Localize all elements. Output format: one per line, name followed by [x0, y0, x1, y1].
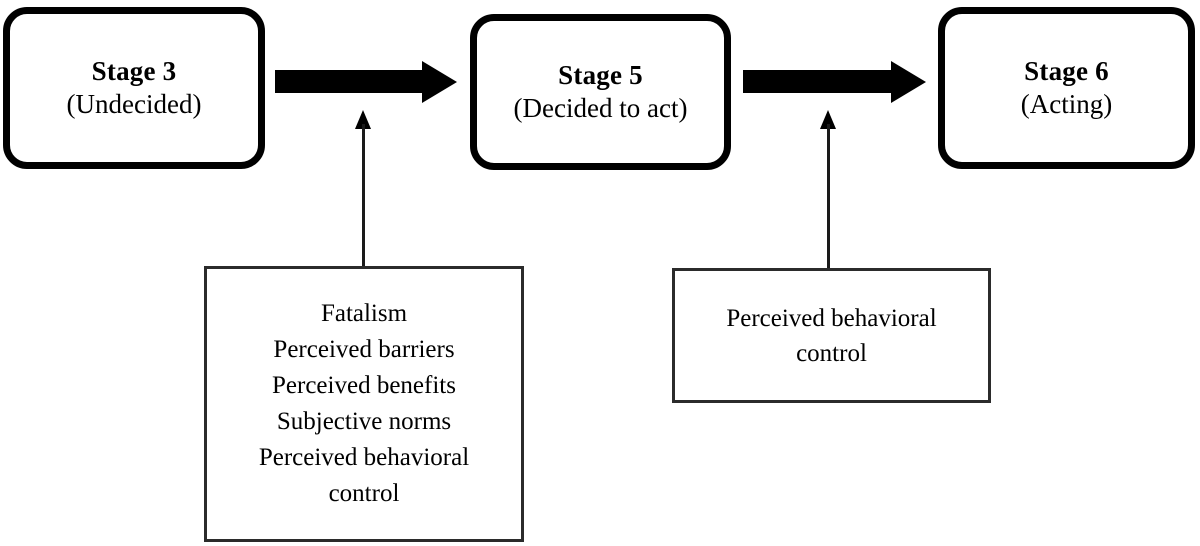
stage-subtitle: (Acting): [1020, 89, 1113, 119]
factor-line: control: [796, 339, 867, 367]
factor-line: control: [328, 480, 400, 507]
arrow-stem: [362, 124, 365, 267]
factor-box-right: Perceived behavioral control: [672, 268, 991, 403]
factor-line: Perceived behavioral: [258, 444, 470, 471]
factor-line: Perceived behavioral: [726, 304, 937, 332]
stage-subtitle: (Undecided): [66, 89, 202, 119]
factor-line: Subjective norms: [276, 408, 452, 435]
stage-title: Stage 6: [1024, 56, 1109, 87]
arrow-head: [891, 61, 926, 103]
arrow-head: [422, 61, 457, 103]
stage-box-stage-6: Stage 6 (Acting): [938, 7, 1195, 169]
stage-box-stage-5: Stage 5 (Decided to act): [470, 14, 731, 170]
factor-line: Fatalism: [320, 300, 408, 327]
arrow-stem: [827, 124, 830, 269]
stage-title: Stage 5: [558, 60, 643, 91]
factor-line: Perceived barriers: [273, 336, 455, 363]
factor-box-left: Fatalism Perceived barriers Perceived be…: [204, 266, 524, 542]
stage-subtitle: (Decided to act): [513, 93, 688, 123]
arrow-head: [820, 110, 836, 129]
arrow-head: [355, 110, 371, 129]
arrow-right-icon-stage3-stage5: [275, 61, 457, 103]
arrow-up-icon-left-factors: [355, 110, 372, 267]
factor-line: Perceived benefits: [272, 372, 456, 399]
stage-box-stage-3: Stage 3 (Undecided): [3, 7, 265, 169]
stage-title: Stage 3: [91, 56, 177, 87]
arrow-up-icon-right-factors: [820, 110, 837, 269]
arrow-shaft: [743, 70, 894, 93]
arrow-right-icon-stage5-stage6: [743, 61, 926, 103]
arrow-shaft: [275, 70, 425, 93]
